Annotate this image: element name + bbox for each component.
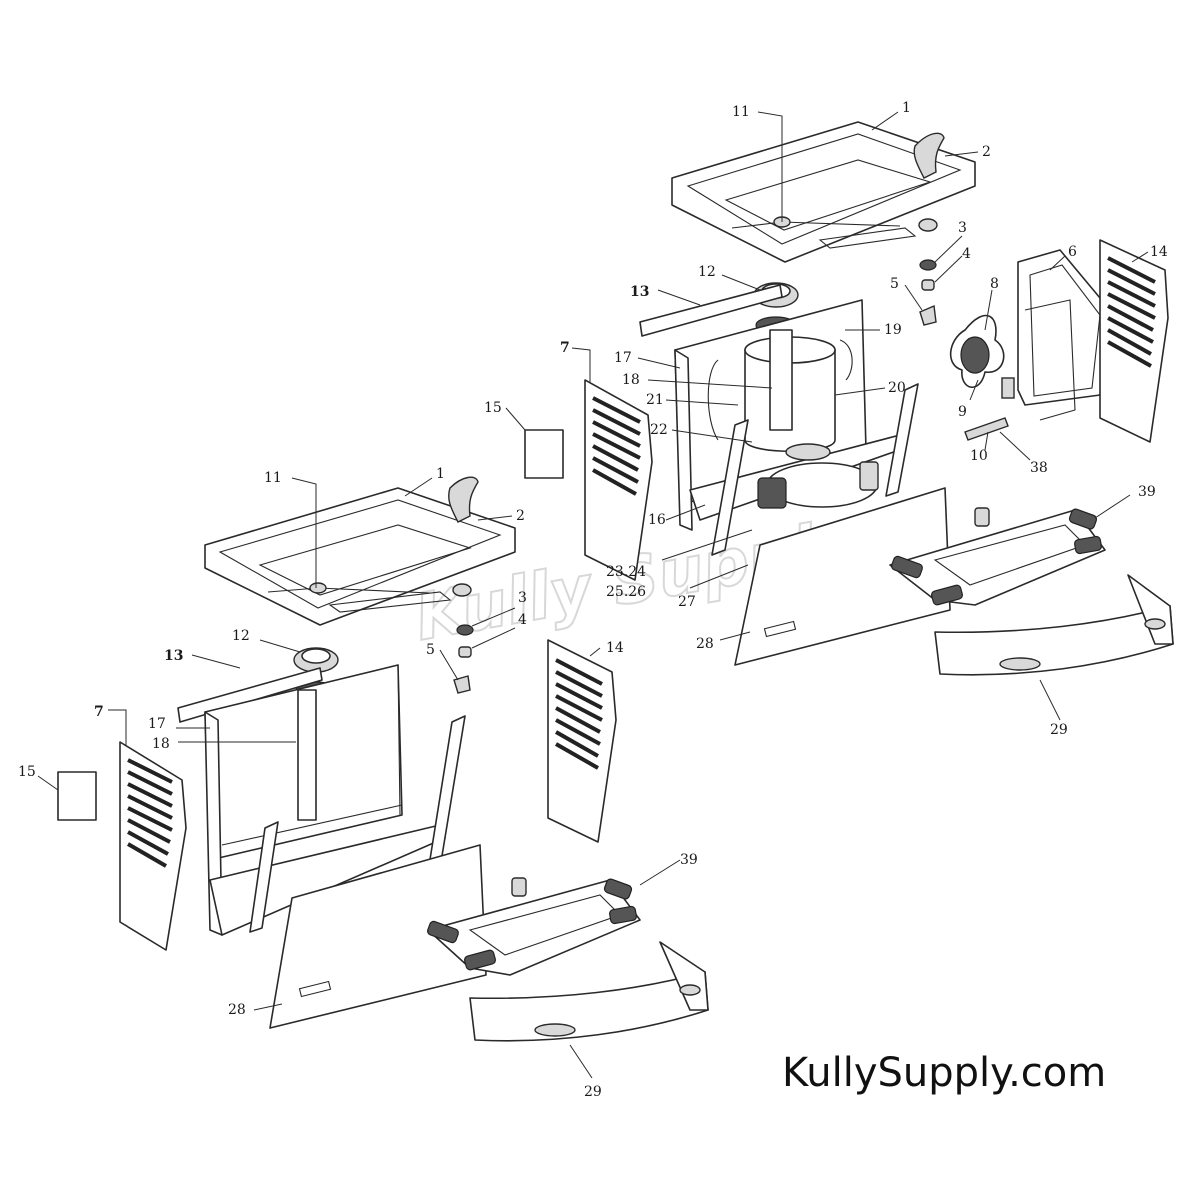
right-label-plate — [524, 429, 564, 479]
left-mount-bracket — [177, 667, 323, 723]
callout-l17: 17 — [148, 716, 166, 732]
left-bubbler-assembly — [427, 877, 641, 976]
right-apron-panel — [934, 574, 1174, 676]
right-condenser — [1017, 249, 1111, 421]
callout-r21: 21 — [646, 392, 664, 408]
left-basin-top — [204, 487, 516, 626]
callout-r38: 38 — [1030, 460, 1048, 476]
left-part-4 — [458, 646, 472, 658]
callout-r3: 3 — [958, 220, 967, 236]
right-rail — [711, 419, 749, 556]
left-unit — [57, 476, 709, 1042]
callout-r29: 29 — [1050, 722, 1068, 738]
callout-r8: 8 — [990, 276, 999, 292]
callout-l14: 14 — [606, 640, 624, 656]
left-label-plate — [57, 771, 97, 821]
callout-r18: 18 — [622, 372, 640, 388]
callout-l29: 29 — [584, 1084, 602, 1100]
left-part-3 — [456, 624, 474, 636]
left-drain-pipe — [297, 689, 317, 821]
callout-l11: 11 — [264, 470, 282, 486]
callout-r20: 20 — [888, 380, 906, 396]
left-side-panel-left — [119, 741, 187, 951]
callout-r16: 16 — [648, 512, 666, 528]
brand-website-text: KullySupply.com — [782, 1050, 1107, 1096]
callout-r28: 28 — [696, 636, 714, 652]
left-rail-a — [249, 821, 279, 933]
right-unit — [524, 121, 1174, 676]
callout-r2: 2 — [982, 144, 991, 160]
left-panel-louvers — [126, 758, 173, 868]
callout-l18: 18 — [152, 736, 170, 752]
callout-l4: 4 — [518, 612, 527, 628]
callout-r4: 4 — [962, 246, 971, 262]
callout-l2: 2 — [516, 508, 525, 524]
callout-r15: 15 — [484, 400, 502, 416]
right-side-panel-right — [1099, 239, 1169, 443]
left-apron-panel — [469, 941, 709, 1042]
callout-r27: 27 — [678, 594, 696, 610]
right-bubbler-assembly — [889, 507, 1106, 606]
callout-r13: 13 — [630, 284, 649, 300]
callout-l3: 3 — [518, 590, 527, 606]
callout-l28: 28 — [228, 1002, 246, 1018]
right-part-3 — [919, 259, 937, 271]
callout-r12: 12 — [698, 264, 716, 280]
left-front-panel — [269, 844, 487, 1029]
callout-l39: 39 — [680, 852, 698, 868]
callout-l13: 13 — [164, 648, 183, 664]
right-part-10 — [964, 417, 1009, 441]
callout-r19: 19 — [884, 322, 902, 338]
callout-r9: 9 — [958, 404, 967, 420]
left-rail-b — [427, 715, 466, 873]
callout-labels: 11 1 2 3 4 5 12 13 7 17 18 15 14 28 39 2… — [18, 100, 1168, 1100]
callout-l12: 12 — [232, 628, 250, 644]
right-front-panel — [734, 487, 951, 666]
callout-r10: 10 — [970, 448, 988, 464]
right-part-4 — [921, 279, 935, 291]
callout-l1: 1 — [436, 466, 445, 482]
right-cooling-tank — [707, 329, 853, 452]
right-fan-motor — [949, 314, 1015, 399]
left-glass-filler — [448, 476, 479, 523]
left-side-panel-right — [547, 639, 617, 843]
callout-l7: 7 — [94, 704, 104, 720]
right-part-5 — [919, 304, 937, 326]
callout-r22: 22 — [650, 422, 668, 438]
right-glass-filler — [913, 132, 945, 179]
callout-l15: 15 — [18, 764, 36, 780]
right-compressor — [757, 443, 879, 509]
callout-r17: 17 — [614, 350, 632, 366]
right-side-panel-left — [584, 379, 653, 581]
callout-r7: 7 — [560, 340, 570, 356]
leader-lines — [37, 111, 1149, 1079]
callout-r23: 23.24 — [606, 564, 646, 580]
callout-l5: 5 — [426, 642, 435, 658]
callout-r14: 14 — [1150, 244, 1168, 260]
callout-r25: 25.26 — [606, 584, 646, 600]
callout-r11: 11 — [732, 104, 750, 120]
callout-r6: 6 — [1068, 244, 1077, 260]
callout-r1: 1 — [902, 100, 911, 116]
right-mount-bracket — [639, 284, 783, 337]
callout-r5: 5 — [890, 276, 899, 292]
callout-r39: 39 — [1138, 484, 1156, 500]
left-part-5 — [453, 675, 471, 694]
